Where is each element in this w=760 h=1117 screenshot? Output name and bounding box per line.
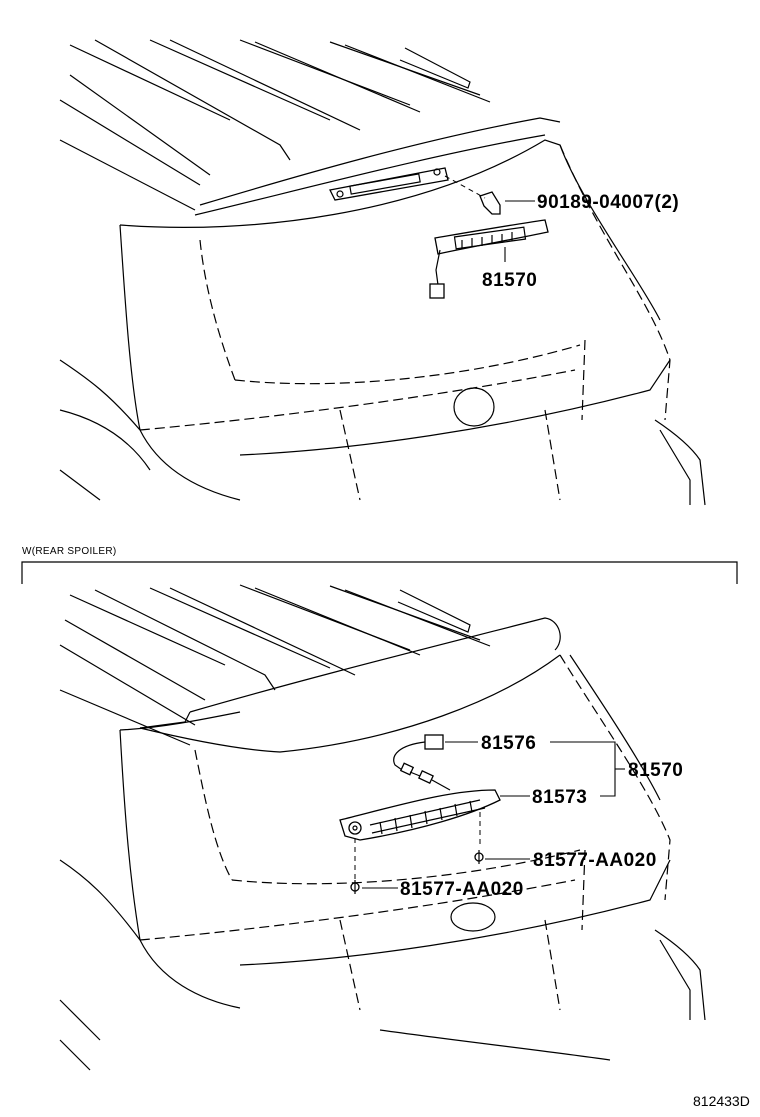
- clip-icon: [479, 191, 501, 215]
- top-labels: 90189-04007(2) 81570: [482, 192, 679, 291]
- label-screw-left: 81577-AA020: [400, 879, 524, 900]
- bottom-vehicle-body: [59, 584, 706, 1071]
- label-clip: 90189-04007(2): [537, 192, 679, 213]
- brake-lamp-lens-icon: [339, 789, 501, 841]
- figure-code: 812433D: [693, 1093, 750, 1109]
- top-parts: [429, 175, 549, 299]
- section-bracket: [21, 561, 738, 584]
- label-lens: 81573: [532, 787, 587, 808]
- top-vehicle-body: [59, 39, 706, 506]
- connector-icon: [429, 283, 445, 299]
- screw-right-icon: [474, 850, 484, 864]
- bottom-labels: 81576 81573 81570 81577-AA020 81577-AA02…: [400, 733, 683, 900]
- label-screw-right: 81577-AA020: [533, 850, 657, 871]
- bottom-parts: [339, 734, 625, 894]
- label-socket: 81576: [481, 733, 536, 754]
- socket-icon: [424, 734, 444, 750]
- label-lamp-assy-top: 81570: [482, 270, 537, 291]
- screw-left-icon: [350, 880, 360, 894]
- section-title: W(REAR SPOILER): [22, 546, 117, 557]
- label-lamp-assy-bottom: 81570: [628, 760, 683, 781]
